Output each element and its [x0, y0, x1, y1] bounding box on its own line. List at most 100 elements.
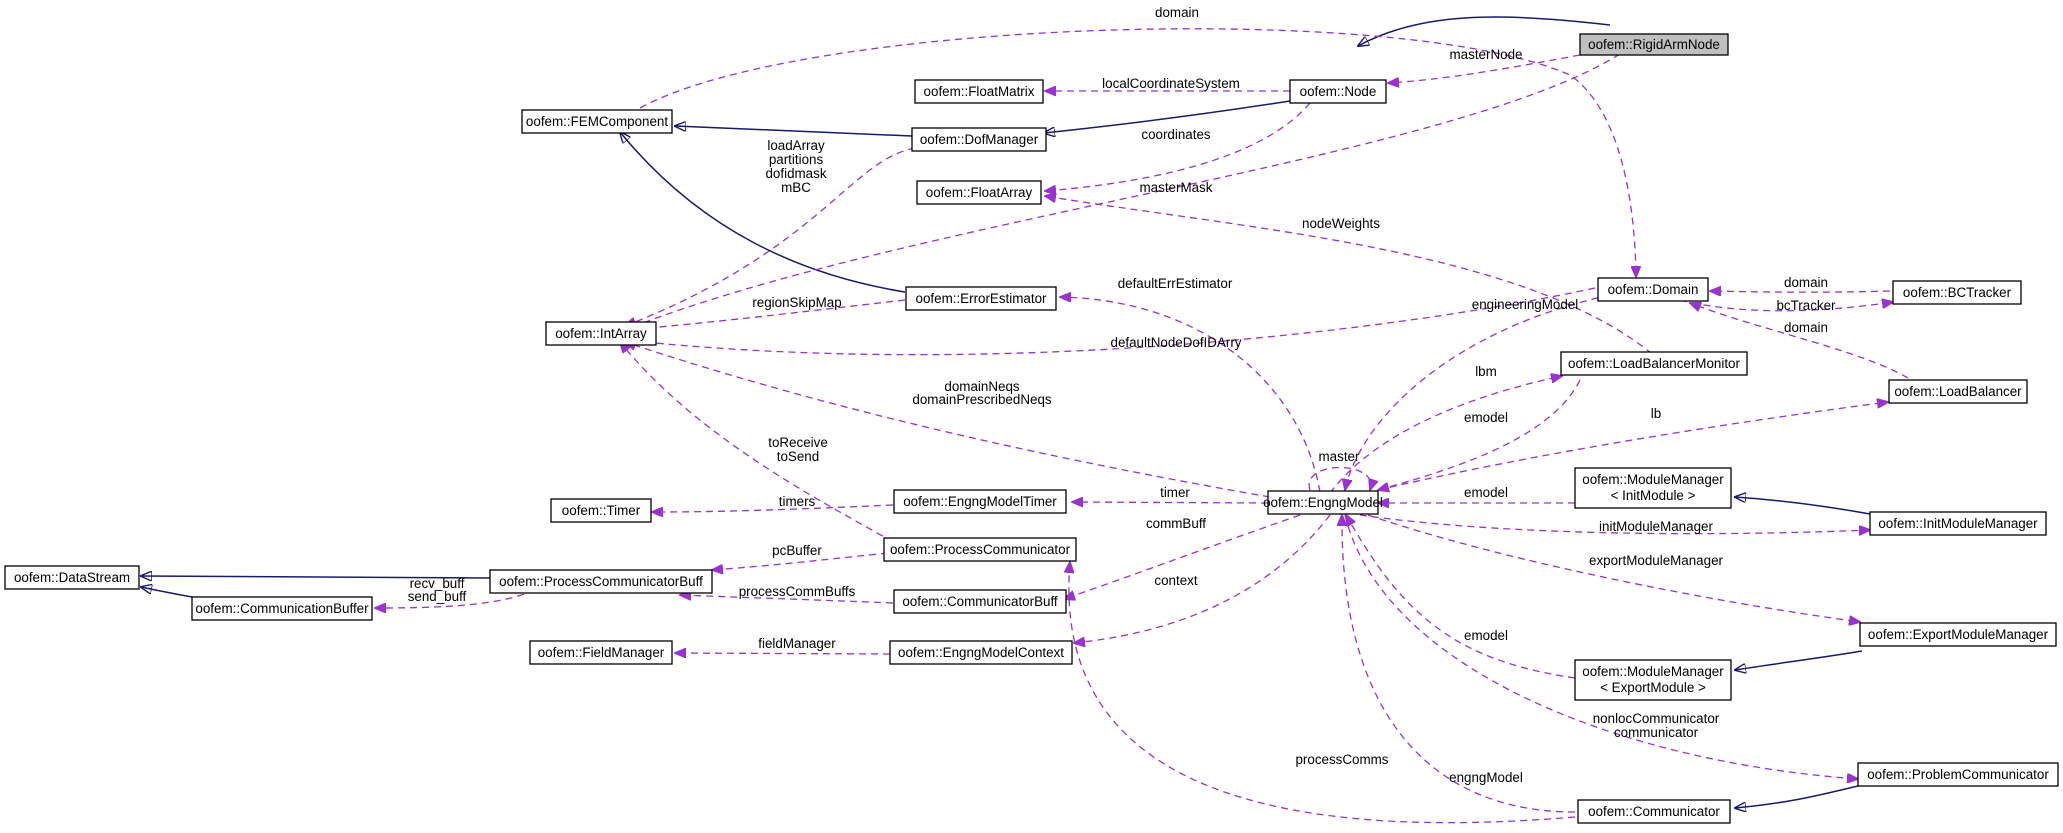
label-engineeringmodel: engineeringModel	[1472, 297, 1578, 312]
nodes: oofem::RigidArmNode oofem::Node oofem::F…	[4, 33, 2059, 824]
edge-use-regionskipmap	[625, 299, 906, 330]
class-errorestimator-label: oofem::ErrorEstimator	[916, 291, 1048, 306]
edge-use-lb	[1377, 402, 1888, 491]
edges	[141, 16, 1909, 824]
class-communicationbuffer[interactable]: oofem::CommunicationBuffer	[191, 596, 373, 621]
edge-node-to-rigidarmnode	[1358, 16, 1611, 46]
edge-use-domain-top	[639, 28, 1636, 277]
edge-use-pcbuffer	[712, 552, 889, 570]
edge-use-context	[1074, 514, 1331, 643]
label-mastermask: masterMask	[1140, 180, 1213, 195]
class-dofmanager[interactable]: oofem::DofManager	[911, 127, 1047, 152]
label-toreceive-1: toSend	[777, 449, 819, 464]
class-exportmodulemanager[interactable]: oofem::ExportModuleManager	[1859, 622, 2057, 647]
class-communicatorbuff[interactable]: oofem::CommunicatorBuff	[893, 589, 1067, 614]
label-processcommbuffs: processCommBuffs	[739, 584, 856, 599]
class-dofmanager-label: oofem::DofManager	[920, 132, 1039, 147]
label-engngmodel: engngModel	[1449, 770, 1523, 785]
edge-use-dofm-arrays	[625, 147, 916, 326]
label-dofm-array-1: partitions	[769, 152, 824, 167]
label-regionskipmap: regionSkipMap	[752, 295, 841, 310]
class-problemcommunicator-label: oofem::ProblemCommunicator	[1867, 767, 2049, 782]
label-domain-lb: domain	[1784, 320, 1828, 335]
label-dofm-array-0: loadArray	[767, 138, 825, 153]
edge-use-recvbuff	[375, 589, 536, 608]
class-fieldmanager[interactable]: oofem::FieldManager	[529, 640, 673, 665]
label-nodeweights: nodeWeights	[1302, 216, 1380, 231]
class-processcommunicator[interactable]: oofem::ProcessCommunicator	[883, 537, 1077, 562]
label-pcbuffer: pcBuffer	[772, 543, 822, 558]
class-intarray-label: oofem::IntArray	[555, 326, 647, 341]
class-errorestimator[interactable]: oofem::ErrorEstimator	[905, 286, 1057, 311]
class-communicatorbuff-label: oofem::CommunicatorBuff	[902, 594, 1058, 609]
class-modulemanager-initmodule[interactable]: oofem::ModuleManager < InitModule >	[1574, 467, 1732, 509]
class-floatarray[interactable]: oofem::FloatArray	[916, 180, 1042, 205]
class-timer-label: oofem::Timer	[562, 503, 641, 518]
class-loadbalancer[interactable]: oofem::LoadBalancer	[1888, 379, 2028, 404]
class-engngmodeltimer-label: oofem::EngngModelTimer	[903, 494, 1057, 509]
class-engngmodelcontext[interactable]: oofem::EngngModelContext	[889, 640, 1073, 665]
edge-use-nodeweights	[1045, 196, 1671, 371]
label-bctracker: bcTracker	[1776, 298, 1836, 313]
class-bctracker[interactable]: oofem::BCTracker	[1892, 280, 2022, 305]
edge-use-defaultnodedofidarry	[625, 287, 1596, 356]
class-floatarray-label: oofem::FloatArray	[926, 185, 1033, 200]
class-intarray[interactable]: oofem::IntArray	[545, 321, 657, 346]
label-nonloc-0: nonlocCommunicator	[1593, 711, 1720, 726]
class-modulemanager-exportmodule[interactable]: oofem::ModuleManager < ExportModule >	[1574, 659, 1732, 701]
label-lb: lb	[1651, 406, 1661, 421]
class-domain[interactable]: oofem::Domain	[1597, 277, 1709, 302]
edge-use-lbm	[1329, 376, 1562, 494]
label-emodel-export: emodel	[1464, 628, 1508, 643]
class-timer[interactable]: oofem::Timer	[550, 498, 652, 523]
label-defaulterrestimator: defaultErrEstimator	[1118, 276, 1233, 291]
class-engngmodeltimer[interactable]: oofem::EngngModelTimer	[893, 489, 1067, 514]
class-communicator[interactable]: oofem::Communicator	[1577, 799, 1731, 824]
class-rigidarmnode-label: oofem::RigidArmNode	[1588, 37, 1720, 52]
label-toreceive-0: toReceive	[768, 435, 828, 450]
class-datastream[interactable]: oofem::DataStream	[4, 565, 140, 590]
label-domain-top: domain	[1155, 5, 1199, 20]
edge-use-domain-bc	[1710, 291, 1891, 292]
label-commbuff: commBuff	[1146, 516, 1206, 531]
edge-femcomponent-to-dofmanager	[675, 126, 913, 137]
class-engngmodel[interactable]: oofem::EngngModel	[1263, 490, 1383, 515]
edge-use-initmodulemanager	[1359, 514, 1870, 534]
edge-use-mastermask	[625, 53, 1621, 330]
class-rigidarmnode[interactable]: oofem::RigidArmNode	[1579, 33, 1729, 56]
class-initmodulemanager[interactable]: oofem::InitModuleManager	[1869, 511, 2047, 536]
label-initmodulemanager: initModuleManager	[1599, 519, 1713, 534]
edge-use-timers	[652, 504, 894, 512]
label-lbm: lbm	[1475, 364, 1497, 379]
class-exportmodulemanager-label: oofem::ExportModuleManager	[1868, 627, 2049, 642]
class-node[interactable]: oofem::Node	[1289, 79, 1387, 104]
class-processcommunicator-label: oofem::ProcessCommunicator	[890, 542, 1071, 557]
class-femcomponent-label: oofem::FEMComponent	[526, 114, 668, 129]
class-node-label: oofem::Node	[1300, 84, 1377, 99]
label-domain-bc: domain	[1784, 275, 1828, 290]
class-problemcommunicator[interactable]: oofem::ProblemCommunicator	[1857, 762, 2059, 787]
label-master: master	[1319, 449, 1360, 464]
edge-femcomponent-to-errorestimator	[620, 132, 906, 293]
label-dofm-array-3: mBC	[781, 180, 811, 195]
edge-use-bctracker	[1679, 300, 1893, 312]
class-processcommunicatorbuff[interactable]: oofem::ProcessCommunicatorBuff	[489, 569, 713, 594]
label-recvbuff-0: recv_buff	[410, 576, 465, 591]
class-loadbalancermonitor-label: oofem::LoadBalancerMonitor	[1568, 356, 1740, 371]
edge-modulemanager-init-to-initmodulemanager	[1735, 497, 1871, 515]
label-defaultnodedofidarry: defaultNodeDofIDArry	[1111, 335, 1242, 350]
edge-use-coordinates	[1045, 102, 1311, 191]
class-loadbalancermonitor[interactable]: oofem::LoadBalancerMonitor	[1560, 351, 1748, 376]
class-modulemanager-exportmodule-label-line2: < ExportModule >	[1600, 680, 1706, 695]
class-floatmatrix-label: oofem::FloatMatrix	[924, 84, 1035, 99]
label-fieldmanager: fieldManager	[758, 636, 836, 651]
class-domain-label: oofem::Domain	[1608, 282, 1699, 297]
label-context: context	[1154, 573, 1197, 588]
class-processcommunicatorbuff-label: oofem::ProcessCommunicatorBuff	[499, 574, 703, 589]
class-femcomponent[interactable]: oofem::FEMComponent	[521, 109, 673, 134]
class-modulemanager-exportmodule-label-line1: oofem::ModuleManager	[1582, 664, 1724, 679]
class-engngmodelcontext-label: oofem::EngngModelContext	[898, 645, 1064, 660]
class-floatmatrix[interactable]: oofem::FloatMatrix	[914, 79, 1044, 104]
edge-use-emodel-lbm	[1378, 379, 1581, 490]
class-communicator-label: oofem::Communicator	[1588, 804, 1720, 819]
